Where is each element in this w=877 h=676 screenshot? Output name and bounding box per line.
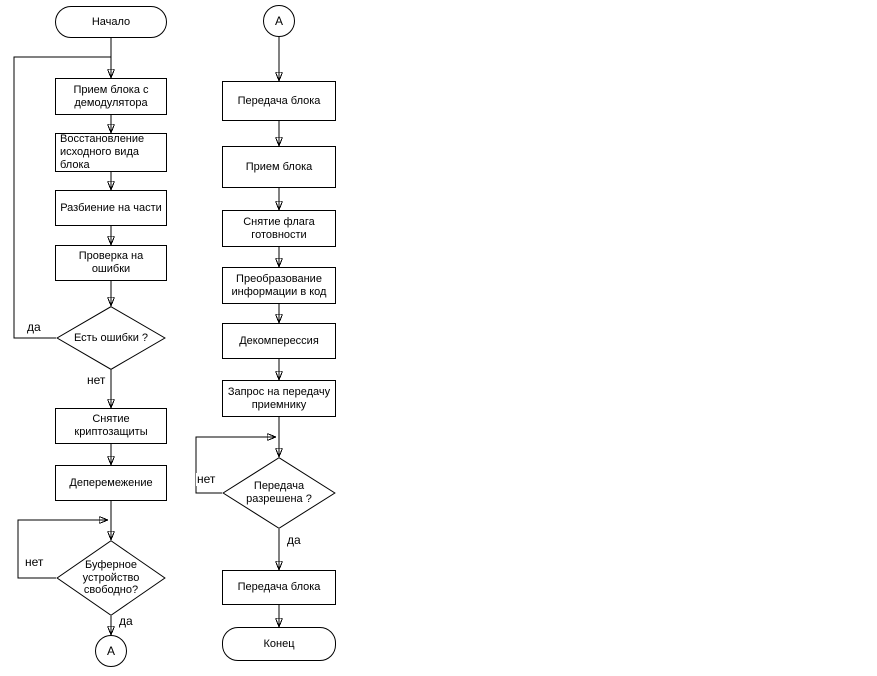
connector-allowed-no-loop [195,437,275,494]
node-restore-original-block: Восстановление исходного вида блока [55,133,167,172]
node-transmit-block-1-label: Передача блока [237,94,321,107]
diamond-shape [56,306,166,370]
branch-label-yes-allowed: да [286,533,302,548]
node-remove-crypto: Снятие криптозащиты [55,408,167,444]
node-connector-a-left-label: А [106,643,115,658]
node-deinterleaving-label: Деперемежение [69,476,153,489]
node-transmit-block-1: Передача блока [222,81,336,121]
node-buffer-decision: Буферное устройство свободно? [56,540,166,616]
node-errors-decision-label: Есть ошибки ? [73,331,149,344]
node-request-transmit-label: Запрос на передачу приемнику [227,385,331,411]
node-receive-block: Прием блока [222,146,336,188]
node-split-into-parts: Разбиение на части [55,190,167,226]
node-receive-from-demodulator-label: Прием блока с демодулятора [73,83,149,109]
node-convert-info-to-code: Преобразование информации в код [222,267,336,304]
node-split-into-parts-label: Разбиение на части [60,201,162,214]
node-errors-decision: Есть ошибки ? [56,306,166,370]
node-restore-original-block-label: Восстановление исходного вида блока [60,133,145,171]
branch-label-no-allowed: нет [196,472,217,487]
node-end-label: Конец [263,637,295,650]
node-transmit-allowed-decision-label: Передача разрешена ? [246,480,312,505]
node-convert-info-to-code-label: Преобразование информации в код [231,272,327,298]
node-transmit-block-2: Передача блока [222,570,336,605]
connector-buffer-no-loop [17,520,107,579]
node-receive-from-demodulator: Прием блока с демодулятора [55,78,167,115]
node-clear-ready-flag-label: Снятие флага готовности [243,215,315,241]
node-error-check: Проверка на ошибки [55,245,167,281]
diamond-shape [56,540,166,616]
node-remove-crypto-label: Снятие криптозащиты [74,413,148,438]
node-buffer-decision-label: Буферное устройство свободно? [82,558,140,597]
branch-label-no-errors: нет [86,373,107,388]
node-request-transmit: Запрос на передачу приемнику [222,380,336,417]
node-receive-block-label: Прием блока [245,160,313,173]
node-start: Начало [55,6,167,38]
node-connector-a-left: А [95,635,127,667]
node-decompression: Декомперессия [222,323,336,359]
connector-errors-yes-loop [13,56,111,339]
node-decompression-label: Декомперессия [239,334,319,347]
node-start-label: Начало [91,15,131,28]
node-deinterleaving: Деперемежение [55,465,167,501]
node-clear-ready-flag: Снятие флага готовности [222,210,336,247]
node-connector-a-right-label: А [274,13,283,28]
node-connector-a-right: А [263,5,295,37]
branch-label-yes-errors: да [26,320,42,335]
node-transmit-allowed-decision: Передача разрешена ? [222,457,336,529]
node-transmit-block-2-label: Передача блока [237,581,321,594]
branch-label-yes-buffer: да [118,614,134,629]
diamond-shape [222,457,336,529]
node-end: Конец [222,627,336,661]
branch-label-no-buffer: нет [24,555,45,570]
node-error-check-label: Проверка на ошибки [78,250,144,275]
